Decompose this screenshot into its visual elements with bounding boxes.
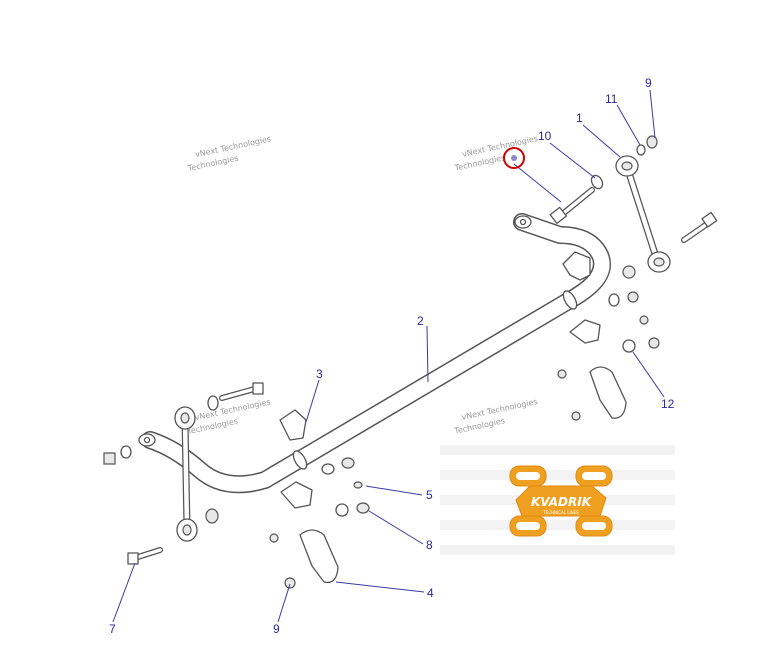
callout-5: 5	[426, 488, 433, 502]
watermark-top-right: vNext Technologies Technologies	[453, 134, 539, 173]
bolt-top-center	[549, 187, 595, 225]
watermark-top-left: vNext Technologies Technologies	[186, 134, 272, 174]
highlight-marker-dot	[511, 155, 517, 161]
callout-9-top: 9	[645, 76, 652, 90]
svg-text:Technologies: Technologies	[186, 154, 239, 174]
clamps	[279, 251, 627, 584]
watermark-mid-left: vNext Technologies Technologies	[186, 397, 272, 436]
leader-lines	[112, 89, 665, 623]
bolt-right	[681, 211, 718, 243]
bolt-left-upper	[219, 382, 264, 401]
link-right	[615, 155, 671, 273]
stabilizer-bar	[138, 213, 611, 494]
washers-nuts	[103, 135, 660, 589]
svg-text:Technologies: Technologies	[453, 153, 506, 173]
callout-10: 10	[538, 129, 552, 143]
callout-2: 2	[417, 314, 424, 328]
watermark-mid-right: vNext Technologies Technologies	[453, 397, 539, 436]
link-left	[174, 406, 198, 542]
svg-text:Technologies: Technologies	[453, 416, 506, 436]
callout-12: 12	[661, 397, 675, 411]
callout-8: 8	[426, 538, 433, 552]
kvadrik-logo: KVADRIK TECHNICAL LINES	[509, 465, 613, 537]
callout-11: 11	[605, 92, 618, 106]
highlight-marker	[503, 147, 525, 169]
callout-4: 4	[427, 586, 434, 600]
callout-3: 3	[316, 367, 323, 381]
callout-1: 1	[576, 111, 583, 125]
callout-9-bottom: 9	[273, 622, 280, 636]
logo-text: KVADRIK	[531, 495, 593, 509]
bolt-left-lower	[127, 547, 163, 565]
callout-7: 7	[109, 622, 116, 636]
logo-tagline: TECHNICAL LINES	[542, 510, 579, 515]
